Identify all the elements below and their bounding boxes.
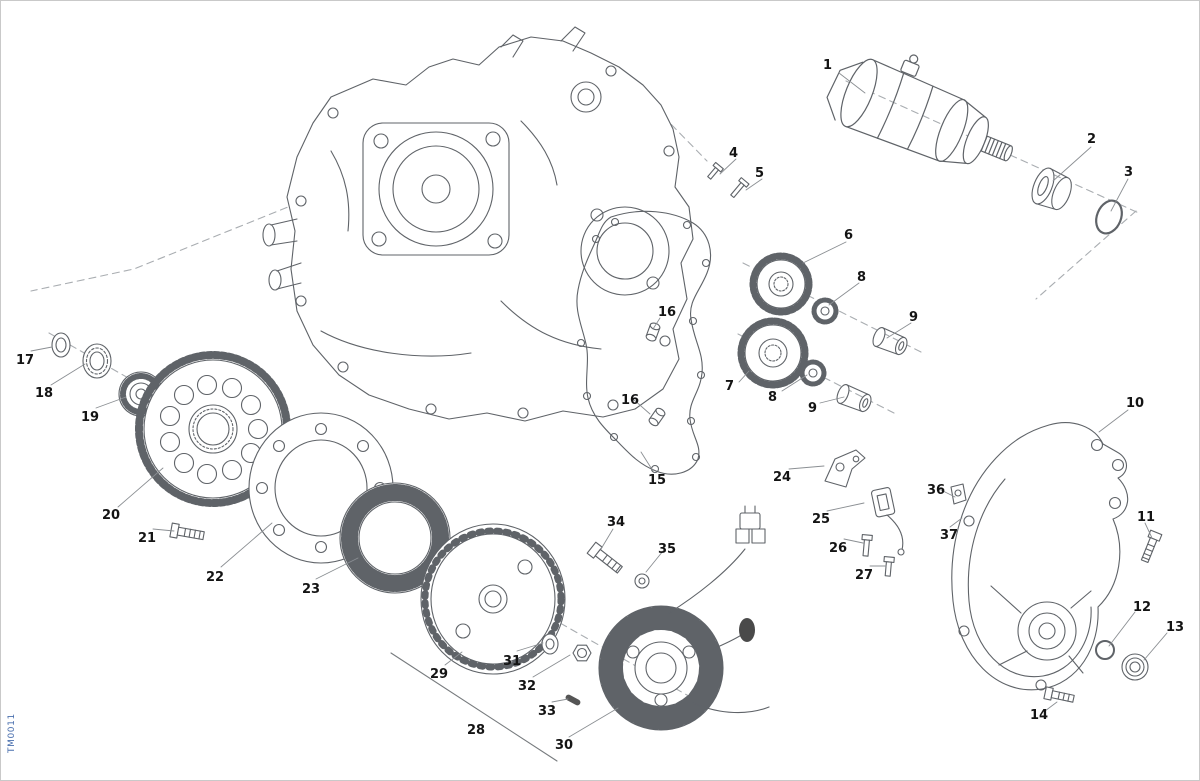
callout-32[interactable]: 32 <box>518 679 537 694</box>
starter-motor-drawing <box>826 54 1013 165</box>
callout-18[interactable]: 18 <box>35 386 54 401</box>
nut-32-drawing <box>572 644 592 662</box>
callout-14[interactable]: 14 <box>1030 708 1049 723</box>
side-cover-10-drawing <box>951 422 1129 691</box>
callout-37[interactable]: 37 <box>940 528 959 543</box>
flywheel-rotor-29-drawing <box>420 523 566 675</box>
callout-21[interactable]: 21 <box>138 531 157 546</box>
bolt-11-drawing <box>1140 529 1163 564</box>
clip-36-drawing <box>950 483 967 505</box>
callout-8b[interactable]: 8 <box>768 390 778 405</box>
bracket-24-drawing <box>824 449 866 488</box>
callout-16a[interactable]: 16 <box>658 305 677 320</box>
callout-29[interactable]: 29 <box>430 667 449 682</box>
callout-6[interactable]: 6 <box>844 228 854 243</box>
woodruff-key-33-drawing <box>565 694 581 706</box>
callout-4[interactable]: 4 <box>729 146 739 161</box>
screw-26-drawing <box>861 534 873 557</box>
callout-7[interactable]: 7 <box>725 379 735 394</box>
screw-5-drawing <box>730 177 750 199</box>
o-ring-12-drawing <box>1095 640 1115 660</box>
callout-13[interactable]: 13 <box>1166 620 1185 635</box>
callout-25[interactable]: 25 <box>812 512 831 527</box>
callout-33[interactable]: 33 <box>538 704 557 719</box>
bolt-34-drawing <box>586 541 623 574</box>
callout-2[interactable]: 2 <box>1087 132 1097 147</box>
washer-17-drawing <box>51 332 71 358</box>
callout-30[interactable]: 30 <box>555 738 574 753</box>
stator-connector-drawing <box>735 505 766 544</box>
pinion-gear-8-drawing <box>799 297 839 387</box>
pickup-sensor-25-drawing <box>871 487 905 556</box>
callout-23[interactable]: 23 <box>302 582 321 597</box>
callout-27[interactable]: 27 <box>855 568 874 583</box>
callout-3[interactable]: 3 <box>1124 165 1134 180</box>
one-way-clutch-23-drawing <box>339 482 451 594</box>
callout-16b[interactable]: 16 <box>621 393 640 408</box>
callout-31[interactable]: 31 <box>503 654 522 669</box>
wire-grommet-drawing <box>739 618 755 642</box>
callout-17[interactable]: 17 <box>16 353 35 368</box>
callout-9b[interactable]: 9 <box>808 401 818 416</box>
callout-11[interactable]: 11 <box>1137 510 1156 525</box>
lock-washer-18-drawing <box>82 343 112 379</box>
idler-gear-7-drawing <box>737 317 809 389</box>
drawing-code: TM0011 <box>7 713 17 753</box>
callout-34[interactable]: 34 <box>607 515 626 530</box>
callout-36[interactable]: 36 <box>927 483 946 498</box>
leader-lines <box>30 72 1168 738</box>
callout-12[interactable]: 12 <box>1133 600 1152 615</box>
shaft-pin-9-drawing <box>836 326 908 413</box>
callout-28[interactable]: 28 <box>467 723 486 738</box>
idler-gear-6-drawing <box>749 252 813 316</box>
callout-1[interactable]: 1 <box>823 58 833 73</box>
washer-31-drawing <box>541 633 559 655</box>
callout-20[interactable]: 20 <box>102 508 121 523</box>
starter-bushing-2-drawing <box>1031 167 1072 211</box>
stator-30-drawing <box>598 548 770 731</box>
screw-4-drawing <box>707 161 724 180</box>
callout-5[interactable]: 5 <box>755 166 765 181</box>
screw-27-drawing <box>883 556 895 577</box>
callout-35[interactable]: 35 <box>658 542 677 557</box>
callout-15[interactable]: 15 <box>648 473 667 488</box>
callout-10[interactable]: 10 <box>1126 396 1145 411</box>
o-ring-3-drawing <box>1095 199 1123 235</box>
bolt-14-drawing <box>1043 686 1075 703</box>
bolt-21-drawing <box>169 522 205 541</box>
bearing-13-drawing <box>1121 653 1149 681</box>
callout-26[interactable]: 26 <box>829 541 848 556</box>
engine-crankcase-drawing <box>262 26 694 422</box>
callout-22[interactable]: 22 <box>206 570 225 585</box>
line-28-bracket <box>390 652 558 762</box>
washer-35-drawing <box>634 573 650 589</box>
callout-8a[interactable]: 8 <box>857 270 867 285</box>
cover-gasket-drawing <box>576 210 711 475</box>
callout-19[interactable]: 19 <box>81 410 100 425</box>
callout-24[interactable]: 24 <box>773 470 792 485</box>
callout-9a[interactable]: 9 <box>909 310 919 325</box>
